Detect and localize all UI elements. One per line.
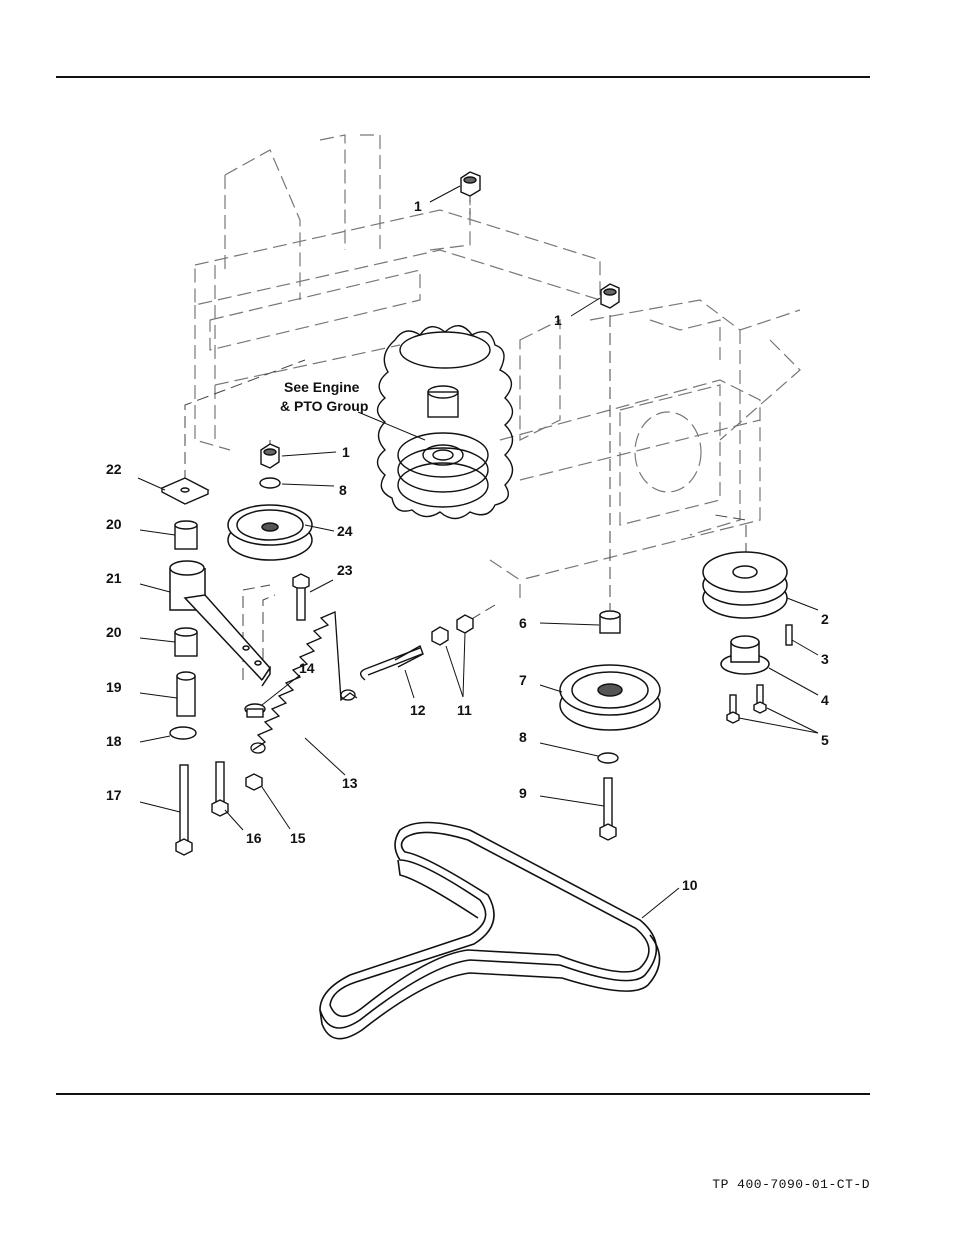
see-engine-note: See Engine <box>284 379 360 395</box>
nut-icon <box>431 614 474 646</box>
bushing-icon <box>174 520 198 657</box>
top-rule <box>56 76 870 78</box>
callout-13: 13 <box>342 775 358 791</box>
washer-icon <box>169 726 197 740</box>
screw-icon <box>726 684 767 724</box>
callout-1: 1 <box>554 312 562 328</box>
plate-icon <box>160 477 210 505</box>
callout-labels: 1 1 1 8 24 23 22 20 21 20 19 18 17 16 15… <box>106 198 829 893</box>
engine-pto-detail <box>376 325 514 520</box>
chassis-frame <box>194 134 801 600</box>
bolt-icon <box>599 777 617 841</box>
drive-pulley-icon <box>702 551 788 619</box>
idler-pulley-icon <box>559 664 661 731</box>
spring-icon <box>250 611 358 754</box>
idler-arm-icon <box>169 560 271 687</box>
see-engine-note: & PTO Group <box>280 398 368 414</box>
callout-11: 11 <box>457 702 472 718</box>
callout-10: 10 <box>682 877 698 893</box>
callout-8: 8 <box>519 729 527 745</box>
callout-5: 5 <box>821 732 829 748</box>
long-bolt-icon <box>175 764 193 856</box>
leader-lines <box>137 185 819 919</box>
spacer-icon <box>599 610 621 634</box>
callout-3: 3 <box>821 651 829 667</box>
document-code: TP 400-7090-01-CT-D <box>712 1177 870 1192</box>
hub-icon <box>720 635 770 675</box>
callout-15: 15 <box>290 830 306 846</box>
idler-pulley-icon <box>227 504 313 561</box>
bottom-rule <box>56 1093 870 1095</box>
callout-24: 24 <box>337 523 353 539</box>
callout-7: 7 <box>519 672 527 688</box>
alignment-lines <box>184 190 747 680</box>
callout-12: 12 <box>410 702 426 718</box>
callout-19: 19 <box>106 679 122 695</box>
callout-16: 16 <box>246 830 262 846</box>
callout-2: 2 <box>821 611 829 627</box>
callout-23: 23 <box>337 562 353 578</box>
callout-6: 6 <box>519 615 527 631</box>
eyebolt-icon <box>360 644 424 681</box>
callout-1: 1 <box>342 444 350 460</box>
washer-icon <box>597 752 619 764</box>
lock-nut-icon <box>260 171 620 469</box>
callout-20: 20 <box>106 516 122 532</box>
washer-icon <box>259 477 281 489</box>
drive-belt-icon <box>319 821 661 1040</box>
callout-4: 4 <box>821 692 829 708</box>
callout-21: 21 <box>106 570 122 586</box>
bolt-icon <box>292 573 310 621</box>
callout-14: 14 <box>299 660 315 676</box>
bolt-icon <box>211 761 229 817</box>
callout-22: 22 <box>106 461 122 477</box>
callout-9: 9 <box>519 785 527 801</box>
key-icon <box>785 624 793 646</box>
nut-icon <box>244 703 266 791</box>
callout-1: 1 <box>414 198 422 214</box>
callout-17: 17 <box>106 787 122 803</box>
spacer-icon <box>176 671 196 717</box>
callout-8: 8 <box>339 482 347 498</box>
callout-20: 20 <box>106 624 122 640</box>
callout-18: 18 <box>106 733 122 749</box>
